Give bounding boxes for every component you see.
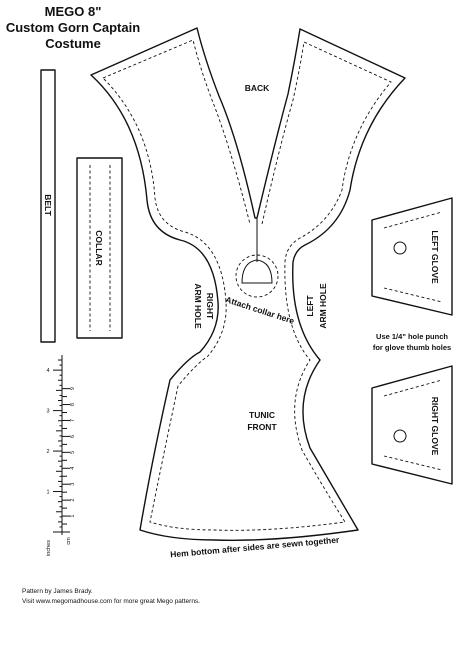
tunic-piece: BACK RIGHT ARM HOLE LEFT ARM HOLE Attach…	[90, 27, 406, 559]
tunic-outline	[90, 27, 406, 541]
ruler-cm-label: cm	[66, 537, 72, 545]
right-glove-outline	[371, 365, 453, 485]
neck-opening	[241, 259, 273, 284]
right-arm-hole-label-1: RIGHT	[205, 293, 215, 320]
left-glove-thumb-hole	[393, 241, 407, 255]
ruler-cm-number: 1	[70, 515, 76, 518]
left-arm-hole-label-1: LEFT	[305, 295, 315, 317]
right-arm-hole-label-2: ARM HOLE	[193, 283, 203, 329]
ruler-inch-number: 1	[46, 490, 49, 496]
ruler-cm-number: 6	[70, 435, 76, 438]
back-label: BACK	[245, 83, 270, 93]
ruler-inch-number: 4	[46, 368, 49, 374]
left-glove-label: LEFT GLOVE	[430, 230, 440, 284]
pattern-title: MEGO 8" Custom Gorn Captain Costume	[6, 4, 140, 51]
measurement-ruler: inches cm 1 2 3 4 1 2 3 4 5 6 7 8 9	[46, 355, 76, 556]
ruler-cm-number: 9	[70, 387, 76, 390]
collar-label: COLLAR	[94, 230, 104, 265]
ruler-cm-number: 7	[70, 419, 76, 422]
tunic-front-label-1: TUNIC	[249, 410, 275, 420]
collar-outline	[76, 157, 123, 339]
ruler-inch-number: 3	[46, 409, 49, 415]
left-glove-seams	[383, 211, 443, 303]
punch-note-line-1: Use 1/4" hole punch	[376, 332, 448, 341]
right-glove-piece: RIGHT GLOVE	[371, 365, 453, 485]
right-glove-seams	[383, 379, 443, 471]
punch-note-line-2: for glove thumb holes	[373, 343, 451, 352]
credit-line-2: Visit www.megomadhouse.com for more grea…	[22, 598, 200, 605]
belt-outline	[40, 69, 56, 343]
ruler-cm-number: 5	[70, 451, 76, 454]
belt-piece: BELT	[40, 69, 56, 343]
collar-attach-seam	[235, 254, 279, 298]
tunic-seam-line	[102, 39, 392, 531]
left-glove-outline	[371, 197, 453, 316]
title-line-2: Custom Gorn Captain	[6, 20, 140, 35]
right-glove-label: RIGHT GLOVE	[430, 397, 440, 456]
ruler-inches-label: inches	[46, 540, 52, 556]
ruler-cm-number: 4	[70, 467, 76, 470]
belt-label: BELT	[43, 194, 53, 216]
ruler-cm-number: 2	[70, 499, 76, 502]
ruler-inch-number: 2	[46, 449, 49, 455]
ruler-cm-number: 8	[70, 403, 76, 406]
pattern-credits: Pattern by James Brady. Visit www.megoma…	[22, 588, 200, 605]
right-glove-thumb-hole	[393, 429, 407, 443]
collar-piece: COLLAR	[76, 157, 123, 339]
tunic-front-label-2: FRONT	[247, 422, 277, 432]
credit-line-1: Pattern by James Brady.	[22, 588, 93, 595]
title-line-3: Costume	[45, 36, 101, 51]
left-glove-piece: LEFT GLOVE	[371, 197, 453, 316]
title-line-1: MEGO 8"	[45, 4, 102, 19]
ruler-cm-number: 3	[70, 483, 76, 486]
left-arm-hole-label-2: ARM HOLE	[318, 283, 328, 329]
